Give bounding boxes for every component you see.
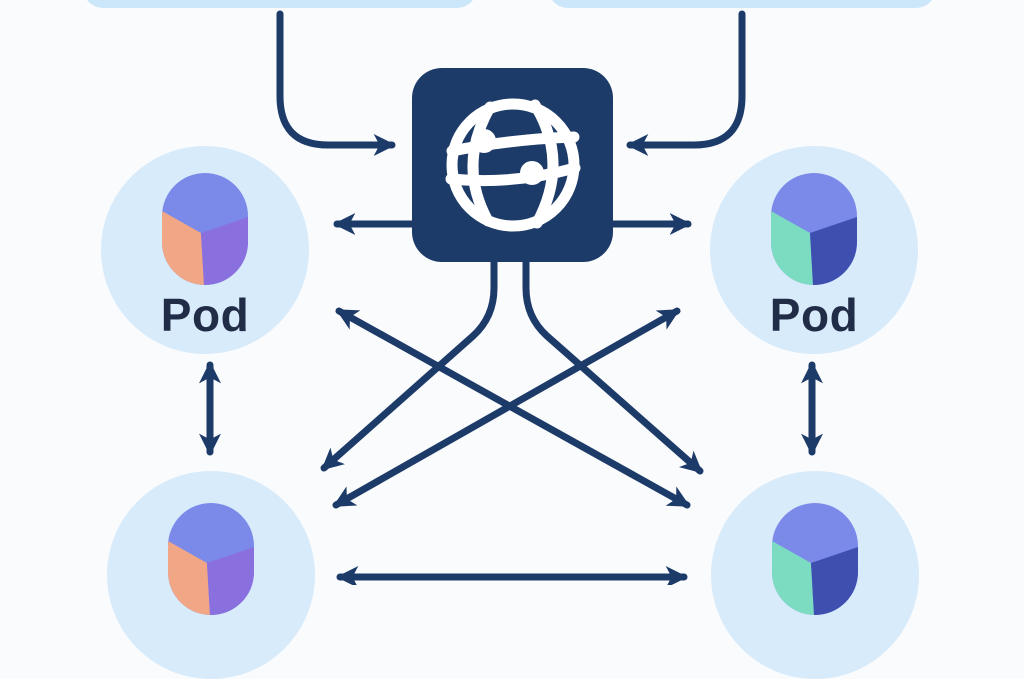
pod-label: Pod	[769, 289, 859, 341]
diagram-canvas: Pod Pod	[83, 0, 936, 679]
pod-label: Pod	[160, 289, 250, 341]
pod-3d-icon	[771, 173, 857, 285]
arrow-topleftbox-to-hub	[276, 10, 396, 156]
arrow-hub-to-bottomright-pod	[522, 258, 704, 475]
globe-network-icon	[445, 98, 580, 232]
connection-arrows	[199, 10, 823, 585]
top-right-node-box	[548, 0, 936, 8]
pod-node-top-left: Pod	[101, 146, 309, 354]
pod-3d-icon	[162, 173, 248, 285]
network-hub-node	[412, 68, 613, 262]
arrow-toprightbox-to-hub	[626, 10, 746, 156]
top-left-node-box	[83, 0, 477, 8]
pod-node-top-right: Pod	[710, 146, 918, 354]
arrow-hub-to-bottomleft-pod	[320, 258, 498, 472]
arrow-rightpod-bottomleftpod	[332, 307, 681, 509]
